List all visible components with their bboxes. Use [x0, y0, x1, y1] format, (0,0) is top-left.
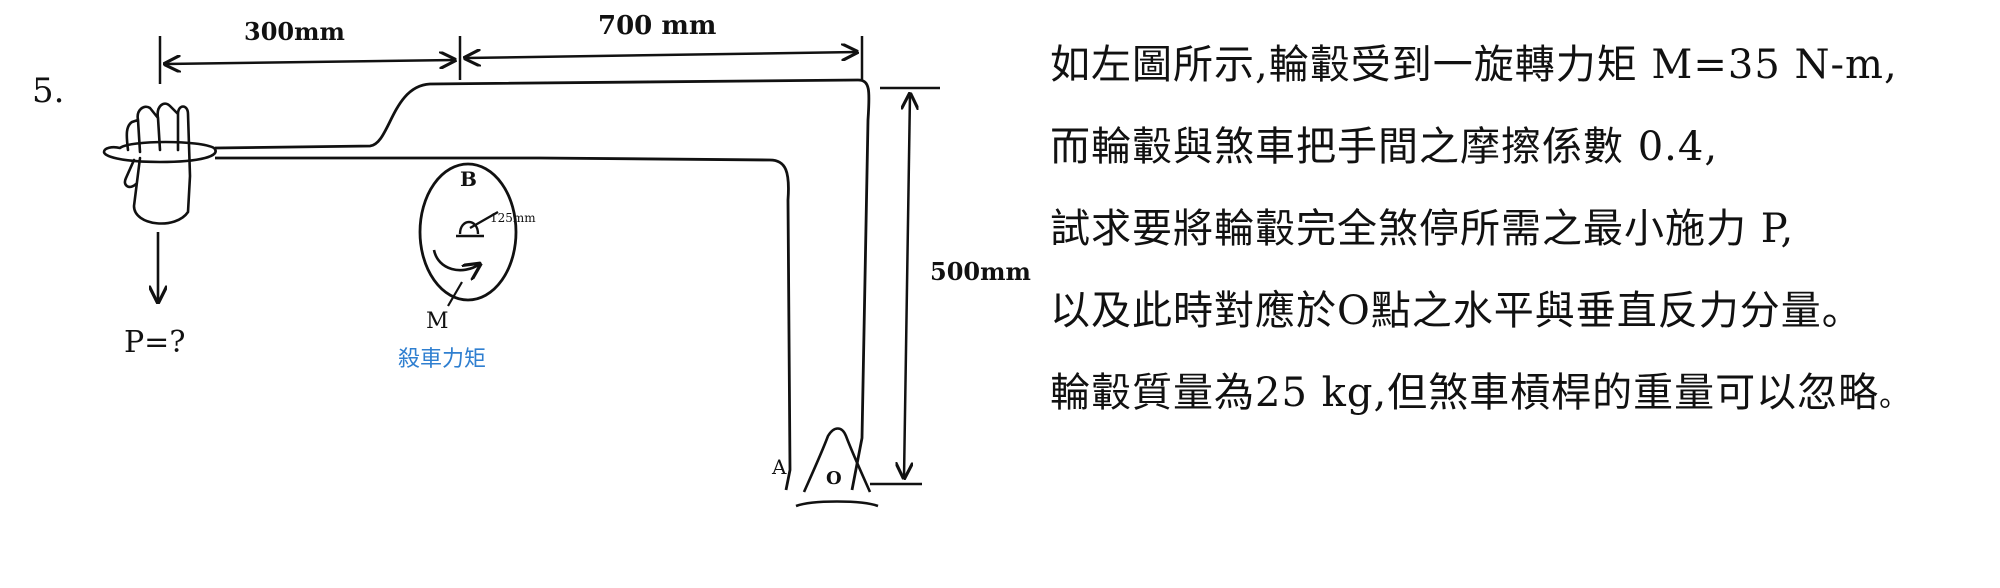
brake-lever [214, 78, 871, 491]
top-dimension [158, 36, 864, 84]
brake-diagram: 5. 300mm 700 mm 500mm P=? B 125mm M 殺車力矩 [32, 11, 1031, 508]
moment-arrow [432, 249, 480, 270]
label-o: O [826, 468, 842, 489]
label-a: A [771, 455, 787, 479]
label-b: B [460, 167, 477, 191]
problem-end-mark: 。 [1879, 379, 1911, 414]
hand-icon [102, 102, 217, 225]
problem-number: 5. [32, 71, 64, 111]
problem-line-2: 而輪轂與煞車把手間之摩擦係數 0.4, [1050, 124, 1719, 170]
moment-note: 殺車力矩 [398, 347, 486, 372]
problem-line-5: 輪轂質量為25 kg,但煞車槓桿的重量可以忽略。 [1050, 368, 1990, 418]
dimension-300mm: 300mm [244, 17, 345, 46]
dimension-500mm: 500mm [930, 257, 1031, 286]
label-p: P=? [124, 325, 185, 360]
dimension-700mm: 700 mm [598, 11, 716, 41]
problem-statement: 如左圖所示,輪轂受到一旋轉力矩 M=35 N-m, 而輪轂與煞車把手間之摩擦係數… [1050, 40, 1990, 450]
height-dimension [870, 86, 940, 486]
label-radius: 125mm [490, 211, 536, 225]
problem-line-4: 以及此時對應於O點之水平與垂直反力分量。 [1050, 288, 1863, 334]
problem-line-1: 如左圖所示,輪轂受到一旋轉力矩 M=35 N-m, [1050, 42, 1898, 88]
label-m: M [426, 309, 449, 334]
problem-line-3: 試求要將輪轂完全煞停所需之最小施力 P, [1050, 206, 1795, 252]
pivot-support [795, 427, 879, 508]
problem-line-5-text: 輪轂質量為25 kg,但煞車槓桿的重量可以忽略 [1050, 370, 1880, 416]
hub-pivot-icon [456, 210, 499, 238]
wheel-hub [418, 162, 518, 302]
moment-leader [447, 281, 463, 307]
